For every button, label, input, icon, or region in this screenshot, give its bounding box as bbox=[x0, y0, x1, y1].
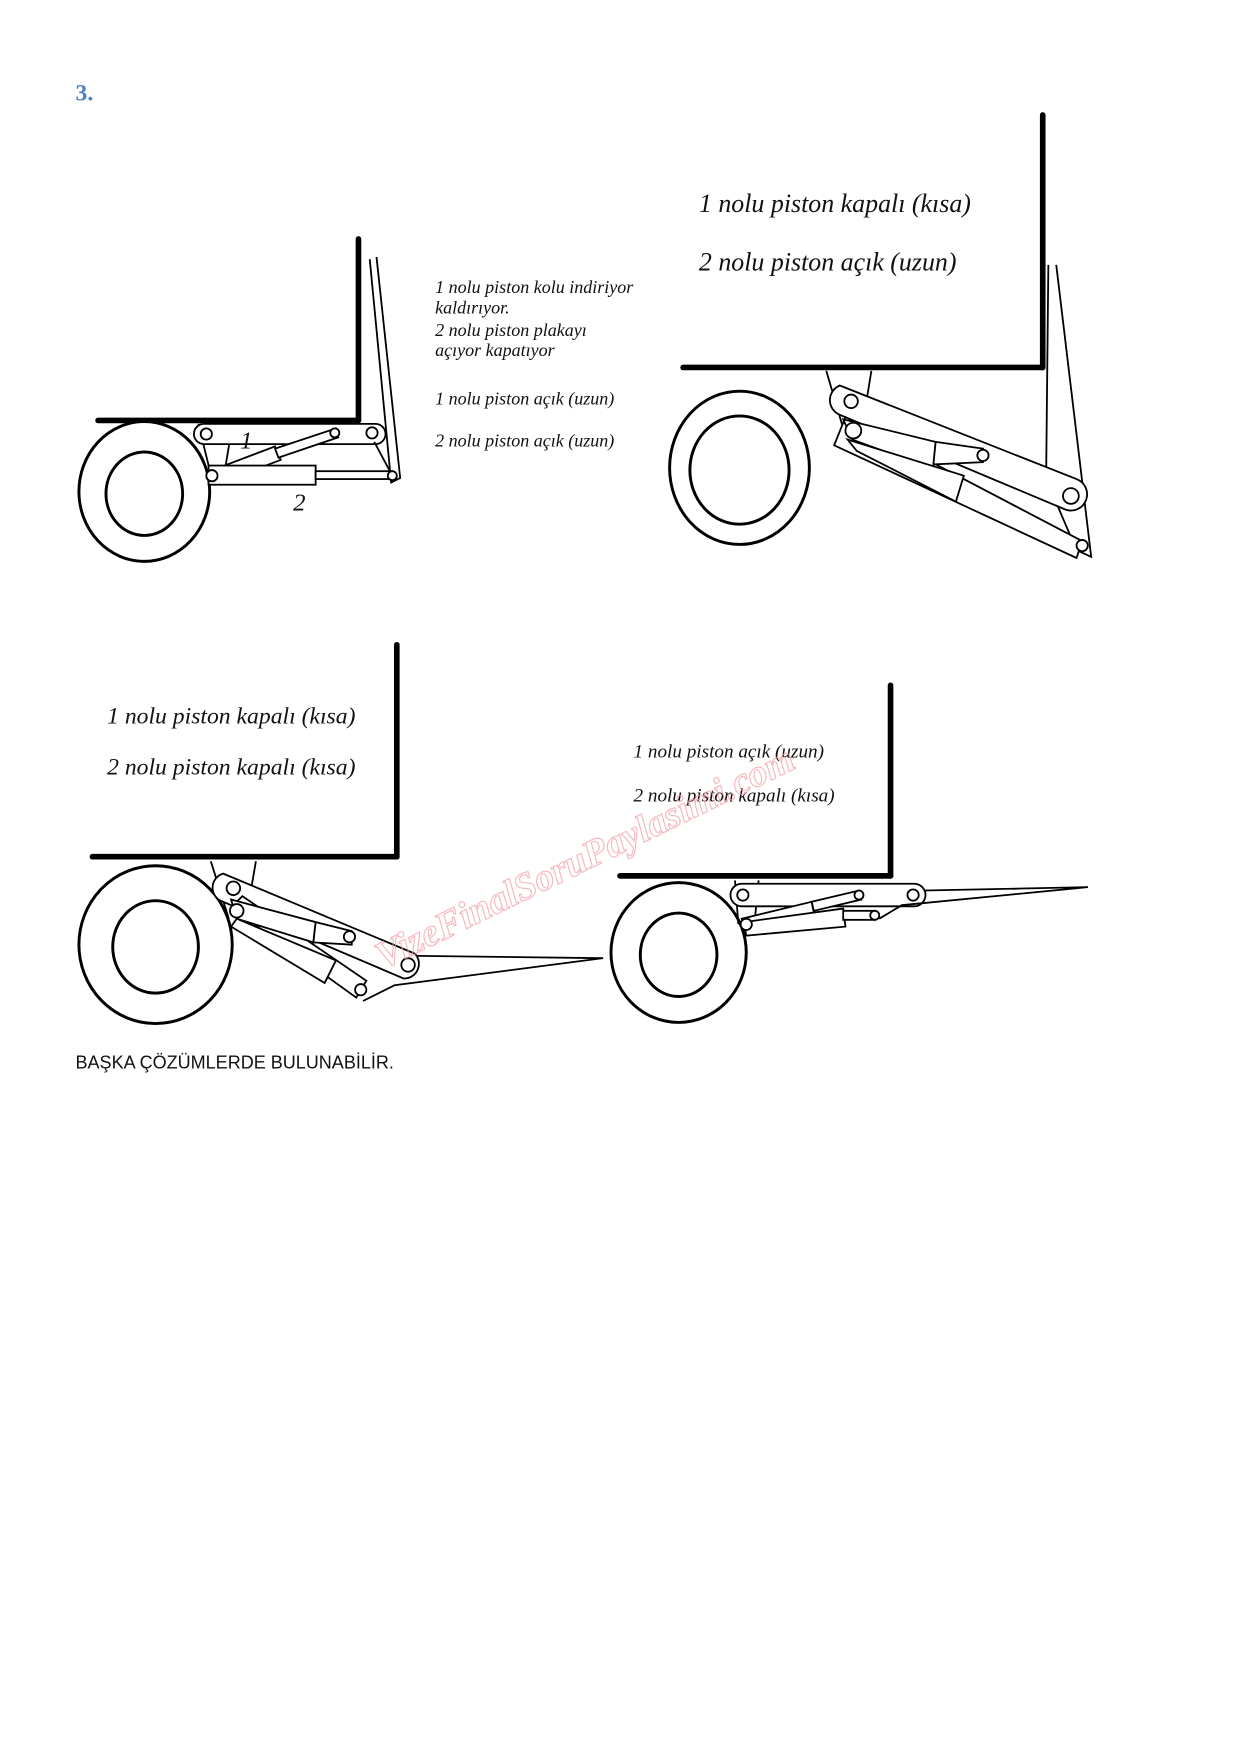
note-line: kaldırıyor. bbox=[435, 297, 510, 317]
note-line: 1 nolu piston açık (uzun) bbox=[435, 389, 614, 410]
diagram-lift-extended: 1 nolu piston açık (uzun) 2 nolu piston … bbox=[609, 682, 1088, 1024]
piston-2 bbox=[229, 917, 338, 985]
note-line: 2 nolu piston açık (uzun) bbox=[435, 430, 614, 451]
wheel-inner bbox=[688, 414, 791, 526]
diagram-lift-lowered: 1 nolu piston kapalı (kısa) 2 nolu pisto… bbox=[77, 641, 604, 1026]
note-line: 2 nolu piston açık (uzun) bbox=[699, 248, 957, 277]
lift-plate bbox=[368, 256, 402, 484]
lift-plate bbox=[878, 886, 1088, 920]
note-line: açıyor kapatıyor bbox=[435, 340, 556, 360]
note-line: 1 nolu piston kapalı (kısa) bbox=[107, 704, 355, 730]
lift-arm bbox=[192, 422, 387, 446]
note-line: 1 nolu piston kapalı (kısa) bbox=[699, 189, 971, 218]
wheel-inner bbox=[104, 450, 185, 537]
note-line: 1 nolu piston açık (uzun) bbox=[634, 742, 824, 763]
diagram-notes: 1 nolu piston kolu indiriyor kaldırıyor.… bbox=[435, 277, 634, 451]
note-line: 2 nolu piston kapalı (kısa) bbox=[634, 785, 835, 806]
piston-1-label: 1 bbox=[240, 428, 252, 455]
note-line: 1 nolu piston kolu indiriyor bbox=[435, 277, 634, 297]
note-line: 2 nolu piston kapalı (kısa) bbox=[107, 754, 355, 780]
piston-2-label: 2 bbox=[293, 490, 305, 517]
wheel-inner bbox=[111, 899, 200, 995]
wheel-inner bbox=[638, 911, 719, 998]
question-number: 3. bbox=[76, 80, 94, 106]
footer-note: BAŞKA ÇÖZÜMLERDE BULUNABİLİR. bbox=[76, 1053, 394, 1073]
piston-2 bbox=[207, 464, 317, 486]
diagram-lift-lowering: 1 nolu piston kapalı (kısa) 2 nolu pisto… bbox=[668, 112, 1093, 560]
diagram-lift-raised: 1 2 1 nolu piston kolu indiriyor kaldırı… bbox=[77, 236, 634, 563]
lift-plate bbox=[1045, 264, 1093, 559]
piston-2 bbox=[845, 437, 965, 503]
lift-plate bbox=[362, 955, 604, 1002]
piston-2 bbox=[742, 907, 847, 937]
note-line: 2 nolu piston plakayı bbox=[435, 320, 587, 340]
